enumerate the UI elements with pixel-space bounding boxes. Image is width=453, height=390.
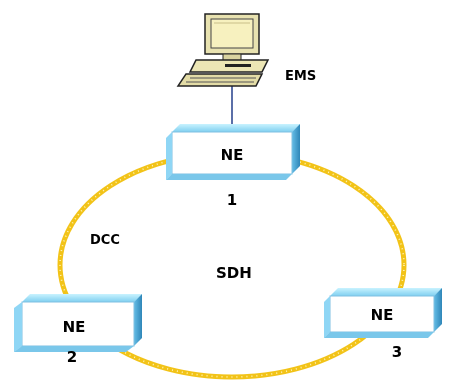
ne-1-number: 1 [227, 191, 237, 209]
ne-node-3 [324, 288, 442, 338]
computer-icon [176, 13, 270, 87]
ems-label: EMS [285, 69, 316, 84]
ne-2-label: NE [63, 318, 86, 336]
sdh-label: SDH [216, 264, 252, 282]
ne-3-number: 3 [392, 343, 402, 361]
sdh-ring-dots [59, 152, 405, 378]
ne-node-1 [166, 124, 300, 180]
ne-1-label: NE [221, 146, 244, 164]
ne-node-2 [14, 294, 142, 352]
dcc-label: DCC [90, 233, 120, 248]
ne-3-label: NE [371, 306, 394, 324]
ne-2-number: 2 [67, 348, 77, 366]
